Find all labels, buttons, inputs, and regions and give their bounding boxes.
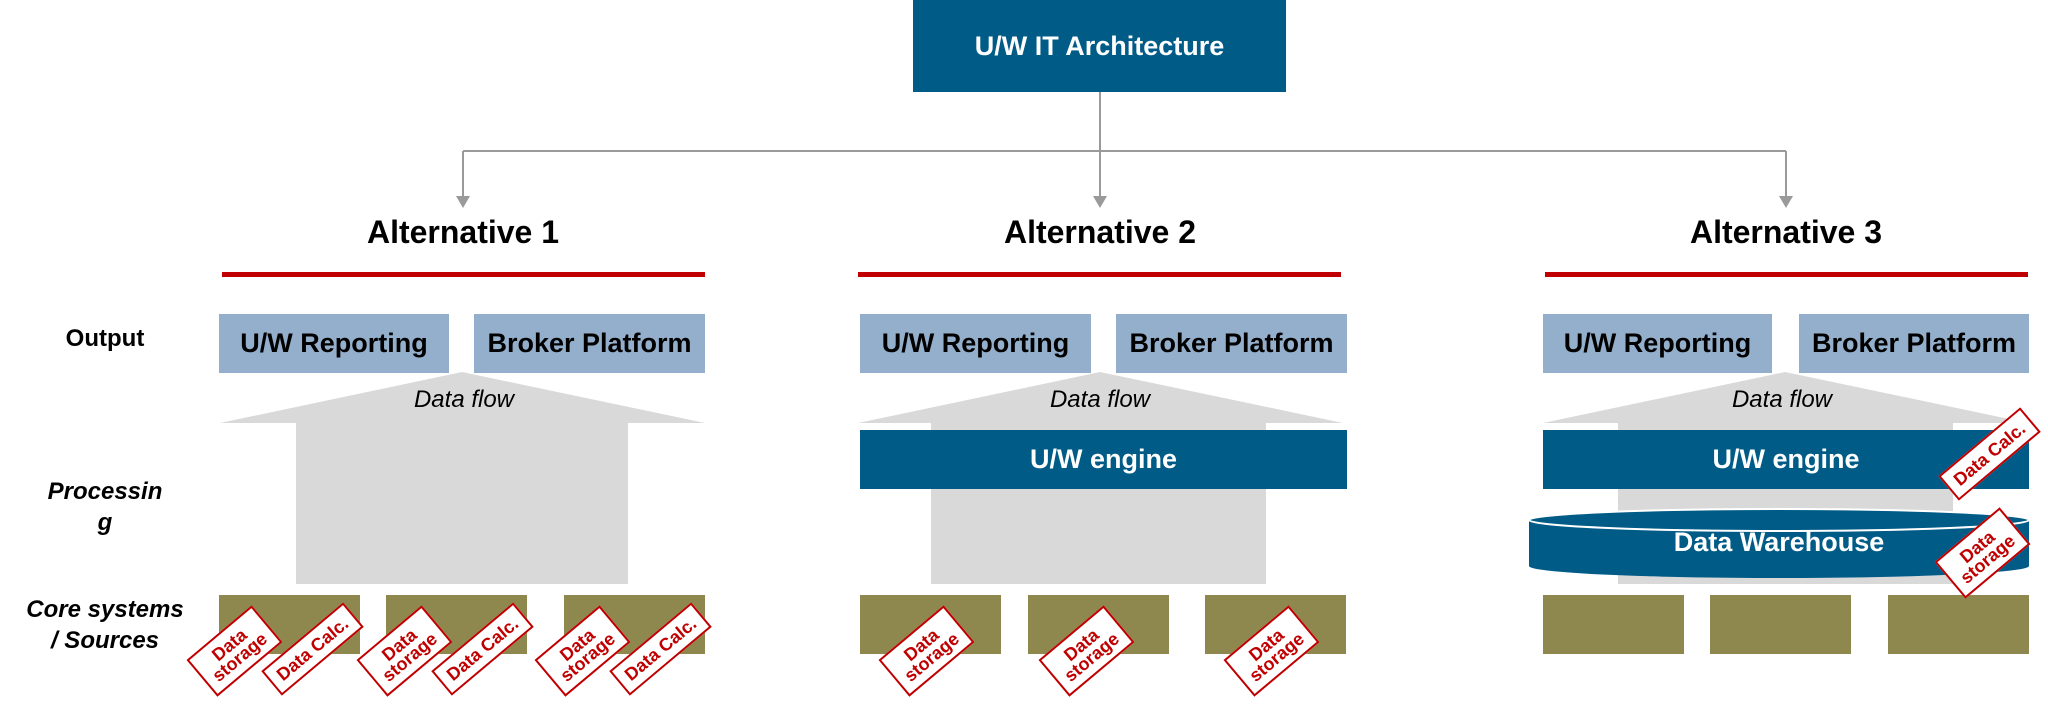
alternative-3-core-system-2 <box>1710 595 1851 654</box>
alternative-1-data-flow-label: Data flow <box>413 386 515 413</box>
alternative-2-title: Alternative 2 <box>1003 214 1197 250</box>
alternative-2-underline <box>858 272 1341 277</box>
alternative-3-broker-platform: Broker Platform <box>1799 314 2029 373</box>
row-label-output: Output <box>65 325 145 352</box>
alternative-1-underline <box>222 272 705 277</box>
alternative-3-core-system-3 <box>1888 595 2029 654</box>
alternative-1-broker-platform: Broker Platform <box>474 314 705 373</box>
alternative-3-underline <box>1545 272 2028 277</box>
alternative-3-data-warehouse-cylinder <box>1528 508 2031 585</box>
alternative-3-title: Alternative 3 <box>1689 214 1883 250</box>
architecture-title: U/W IT Architecture <box>974 30 1225 61</box>
row-label-processing: Processin g <box>47 478 163 536</box>
row-label-core: Core systems / Sources <box>26 596 184 654</box>
arrowhead-1 <box>456 196 470 208</box>
alternative-1-uw-reporting: U/W Reporting <box>219 314 449 373</box>
alternative-3-data-warehouse-label: Data Warehouse <box>1673 527 1885 557</box>
alternative-1-data-flow-arrow <box>220 372 705 584</box>
alternative-3-data-flow-label: Data flow <box>1731 386 1833 413</box>
architecture-title-box: U/W IT Architecture <box>913 0 1286 92</box>
alternative-2-broker-platform: Broker Platform <box>1116 314 1347 373</box>
arrowhead-2 <box>1093 196 1107 208</box>
alternative-2-uw-reporting: U/W Reporting <box>860 314 1091 373</box>
alternative-2-uw-engine: U/W engine <box>860 430 1347 489</box>
alternative-3-uw-reporting: U/W Reporting <box>1543 314 1772 373</box>
arrowhead-3 <box>1779 196 1793 208</box>
alternative-2-data-flow-label: Data flow <box>1049 386 1151 413</box>
alternative-1-title: Alternative 1 <box>366 214 560 250</box>
alternative-3-core-system-1 <box>1543 595 1684 654</box>
